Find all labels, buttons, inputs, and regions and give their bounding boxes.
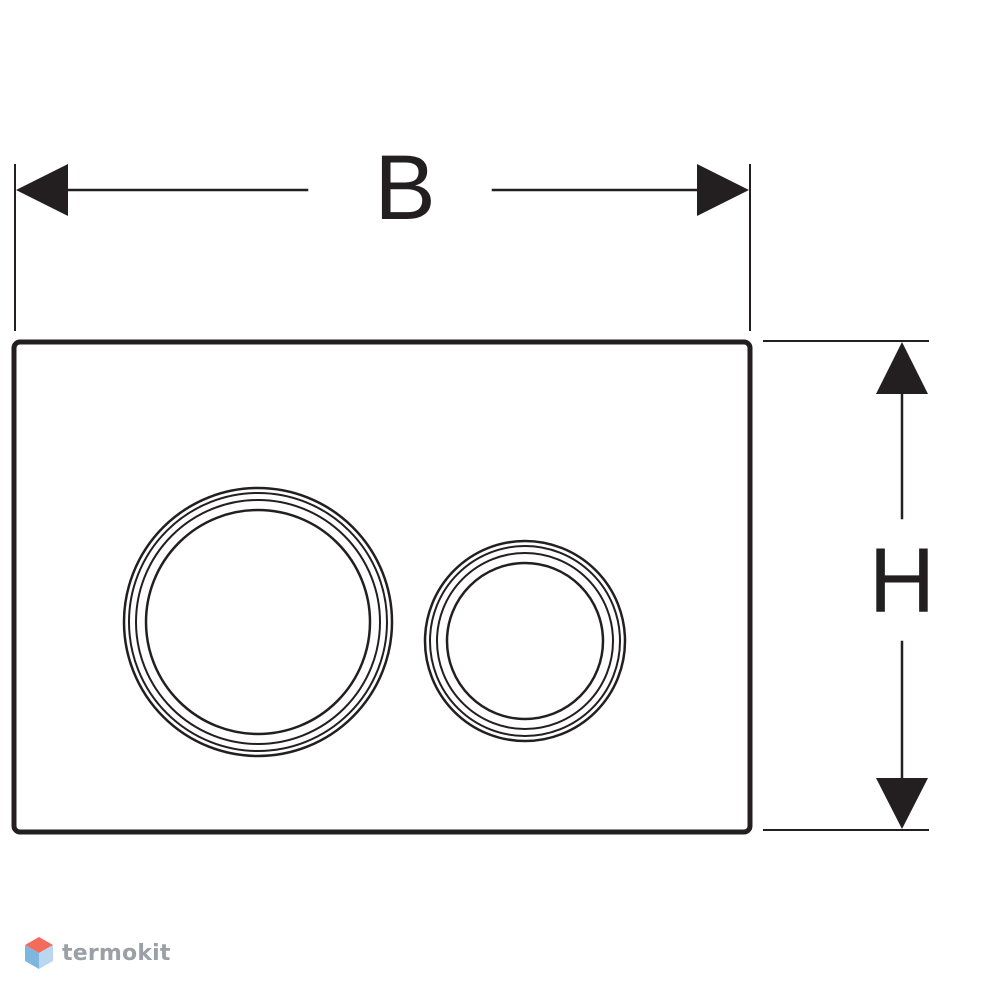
width-dimension-label: B: [374, 137, 435, 239]
brand-name: termokit: [62, 940, 171, 966]
height-arrow-bottom: [876, 778, 928, 829]
width-arrow-left: [16, 164, 68, 216]
small-flush-button: [423, 539, 627, 743]
large-flush-button: [122, 486, 394, 758]
plate-outline: [11, 339, 753, 835]
height-dimension-label: H: [869, 530, 935, 632]
brand-watermark: termokit: [24, 936, 171, 970]
width-arrow-right: [697, 164, 749, 216]
hexagon-cube-icon: [25, 937, 53, 969]
height-arrow-top: [876, 342, 928, 394]
